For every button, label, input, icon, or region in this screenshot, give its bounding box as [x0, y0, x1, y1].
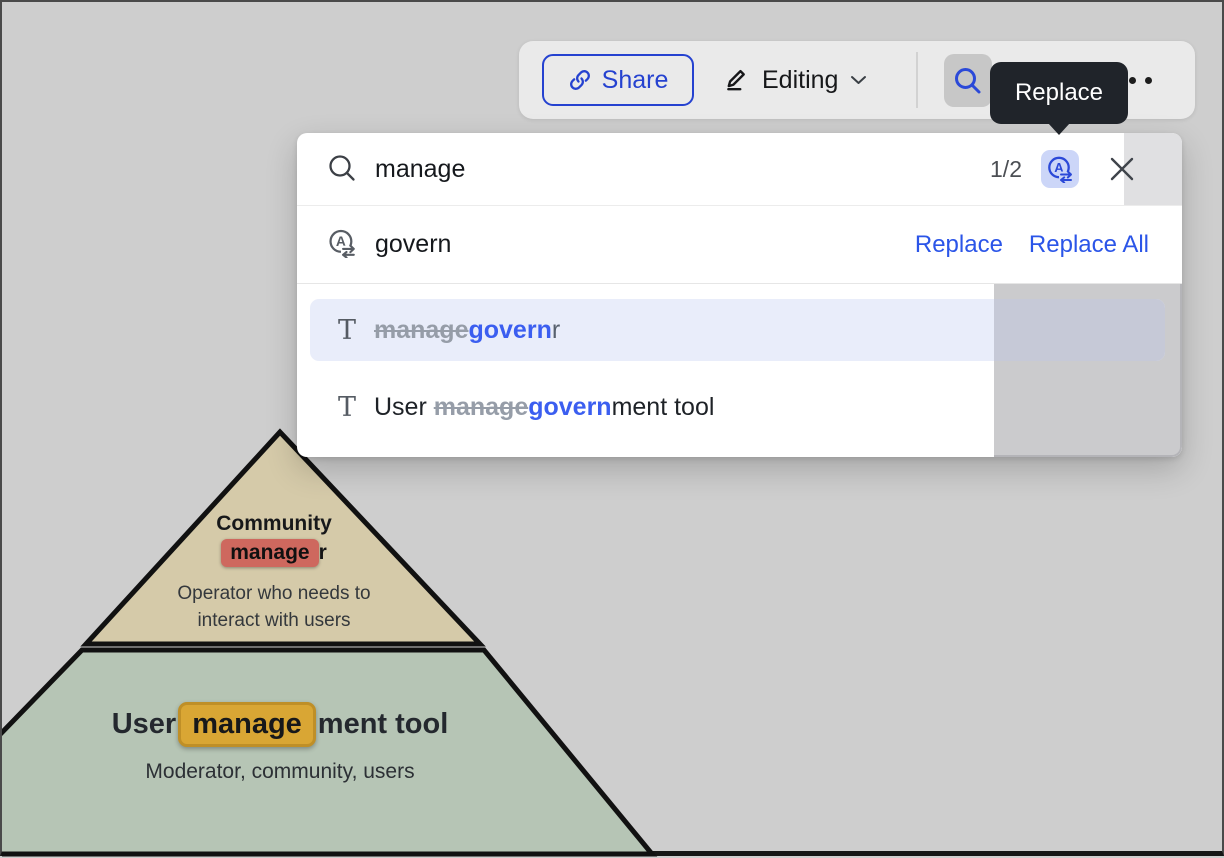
replace-tooltip-label: Replace — [1014, 79, 1104, 106]
replace-tooltip: Replace — [990, 62, 1128, 135]
replace-all-button[interactable]: Replace All — [1028, 230, 1149, 258]
result-prefix-text: User — [374, 392, 434, 421]
share-button[interactable]: Share — [542, 54, 694, 106]
pyramid-top-title: Community — [216, 512, 332, 535]
magnifier-icon — [327, 153, 359, 185]
result-new-text: govern — [468, 315, 552, 344]
match-counter: 1/2 — [990, 156, 1022, 182]
pyramid-top-title-suffix: r — [318, 541, 327, 564]
replace-field-icon: A — [327, 228, 357, 258]
share-button-label: Share — [601, 65, 669, 94]
pyramid-bottom-description: Moderator, community, users — [145, 760, 415, 783]
toolbar-divider — [916, 52, 918, 108]
result-old-text: manage — [433, 392, 529, 421]
mode-dropdown[interactable]: Editing — [724, 54, 867, 106]
replace-button[interactable]: Replace — [914, 230, 1003, 258]
replace-toggle-icon: A — [1046, 155, 1074, 183]
replace-row: A Replace Replace All — [297, 206, 1182, 283]
svg-text:A: A — [336, 233, 346, 249]
search-match-highlight: manage — [178, 702, 316, 747]
find-replace-panel: 1/2 A — [297, 133, 1182, 457]
link-icon — [568, 68, 592, 92]
selected-result-highlight — [310, 299, 1165, 361]
result-old-text: manage — [374, 315, 469, 344]
chevron-down-icon — [850, 74, 867, 86]
result-suffix-text: r — [551, 315, 561, 344]
result-new-text: govern — [528, 392, 612, 421]
result-item-selected[interactable]: T managegovernr — [334, 299, 560, 361]
mode-dropdown-label: Editing — [762, 65, 839, 94]
pyramid-bottom-section[interactable] — [2, 647, 658, 857]
pyramid-top-description-line2: interact with users — [197, 610, 351, 631]
search-icon — [952, 65, 984, 97]
pyramid-bottom-title-suffix: ment tool — [317, 708, 449, 740]
panel-corner-shade — [1124, 133, 1182, 205]
svg-text:A: A — [1054, 160, 1064, 175]
search-match-highlight-current: manage — [221, 539, 319, 567]
pencil-icon — [724, 67, 750, 93]
result-suffix-text: ment tool — [611, 392, 715, 421]
pyramid-top-section[interactable] — [80, 428, 486, 647]
results-list: T managegovernr T User managegovernment … — [297, 284, 1182, 457]
text-node-icon: T — [337, 391, 356, 423]
close-button[interactable] — [1107, 154, 1137, 184]
close-icon — [1107, 154, 1137, 184]
replace-input[interactable] — [375, 206, 855, 283]
text-node-icon: T — [337, 314, 356, 346]
toggle-replace-button[interactable]: A — [1041, 150, 1079, 188]
pyramid-bottom-label[interactable]: User manage ment tool Moderator, communi… — [60, 702, 500, 784]
search-button[interactable] — [944, 54, 992, 107]
toolbar: Share Editing — [519, 41, 1195, 119]
row-divider — [297, 205, 1182, 206]
result-item[interactable]: T User managegovernment tool — [334, 376, 714, 438]
pyramid-top-description-line1: Operator who needs to — [177, 583, 371, 604]
search-input[interactable] — [375, 133, 935, 205]
pyramid-bottom-title-prefix: User — [111, 708, 177, 740]
row-divider — [297, 283, 1182, 284]
find-row: 1/2 A — [297, 133, 1182, 205]
